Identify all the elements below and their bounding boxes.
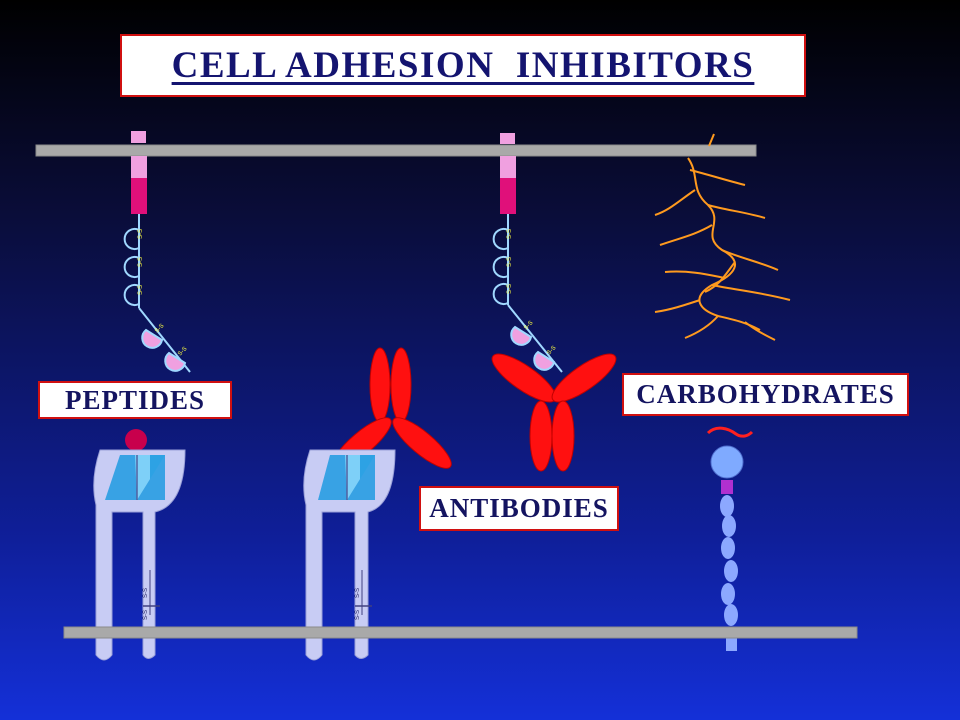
ss-marker: S-S <box>546 345 557 356</box>
adhesion-molecule-left <box>123 131 191 373</box>
ss-marker: S-S <box>138 229 144 239</box>
ss-marker: S-S <box>143 610 149 620</box>
ss-marker: S-S <box>507 257 513 267</box>
ss-marker: S-S <box>355 588 361 598</box>
integrin-disulfide-markers: S-S S-S S-S S-S <box>143 588 361 620</box>
lower-membrane <box>63 626 858 639</box>
upper-membrane <box>35 144 757 157</box>
ss-marker: S-S <box>177 346 188 357</box>
ss-marker: S-S <box>523 320 534 331</box>
glycan-chain <box>654 133 791 341</box>
peptides-label: PEPTIDES <box>64 384 206 415</box>
ss-marker: S-S <box>355 610 361 620</box>
carbohydrates-label-box: CARBOHYDRATES <box>622 373 909 416</box>
disulfide-markers: S-S S-S S-S S-S S-S S-S S-S S-S S-S S-S <box>138 229 557 357</box>
peptides-label-box: PEPTIDES <box>38 381 232 419</box>
peptide-dot <box>125 429 147 451</box>
ss-marker: S-S <box>143 588 149 598</box>
integrin-right <box>303 449 396 661</box>
ss-marker: S-S <box>138 257 144 267</box>
ss-marker: S-S <box>507 284 513 294</box>
title-box: CELL ADHESION INHIBITORS <box>120 34 806 97</box>
carbohydrates-label: CARBOHYDRATES <box>636 379 895 409</box>
ss-marker: S-S <box>507 229 513 239</box>
antibodies-label-box: ANTIBODIES <box>419 486 619 531</box>
selectin-molecule <box>706 426 754 651</box>
antibody-lower <box>332 347 452 469</box>
integrin-left <box>93 449 186 661</box>
page-title: CELL ADHESION INHIBITORS <box>171 45 755 86</box>
antibodies-label: ANTIBODIES <box>429 493 609 523</box>
adhesion-molecule-right <box>492 133 563 373</box>
ss-marker: S-S <box>154 323 165 334</box>
ss-marker: S-S <box>138 285 144 295</box>
antibody-upper <box>491 353 617 472</box>
